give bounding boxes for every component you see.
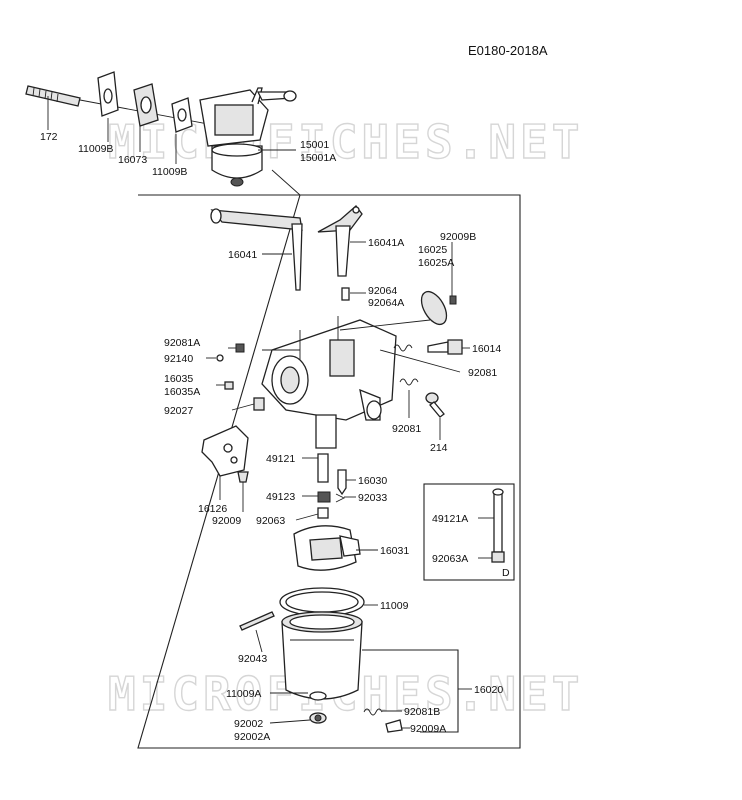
label-92081b: 92081B xyxy=(404,706,440,718)
needle-16030 xyxy=(337,469,347,496)
throttle-lever-16041a xyxy=(317,205,363,277)
float-16031 xyxy=(293,525,361,571)
label-92063a: 92063A xyxy=(432,553,468,565)
choke-lever-16041 xyxy=(210,208,303,291)
label-16041a: 16041A xyxy=(368,237,404,249)
gasket-11009b-left xyxy=(97,71,119,117)
label-16025a: 16025A xyxy=(418,257,454,269)
label-16014: 16014 xyxy=(472,343,501,355)
label-92140: 92140 xyxy=(164,353,193,365)
nozzle-49121 xyxy=(317,453,329,483)
pilot-screw-16014 xyxy=(427,339,463,355)
label-16073: 16073 xyxy=(118,154,147,166)
label-16035: 16035 xyxy=(164,373,193,385)
inset-box-d xyxy=(423,483,515,581)
label-11009b-b: 11009B xyxy=(152,166,187,178)
washer-92063a xyxy=(491,551,505,563)
plate-16126 xyxy=(201,425,249,477)
label-92033: 92033 xyxy=(358,492,387,504)
label-92063: 92063 xyxy=(256,515,285,527)
label-92081-lower: 92081 xyxy=(392,423,421,435)
screw-92009 xyxy=(237,471,249,483)
stud-bolt-172 xyxy=(25,85,81,107)
spring-92081 xyxy=(393,344,413,352)
detail-frame xyxy=(137,194,521,749)
jet-49123 xyxy=(317,491,331,503)
label-92009: 92009 xyxy=(212,515,241,527)
drain-screw-92009a xyxy=(385,719,403,733)
label-92027: 92027 xyxy=(164,405,193,417)
label-11009b-a: 11009B xyxy=(78,143,113,155)
label-d: D xyxy=(502,567,510,579)
carburetor-assembly-15001 xyxy=(199,87,297,187)
nozzle-49121a xyxy=(492,488,504,553)
label-92009b: 92009B xyxy=(440,231,476,243)
gasket-92027 xyxy=(253,397,265,411)
washer-11009a xyxy=(309,691,327,701)
label-11009a: 11009A xyxy=(226,688,261,700)
label-92002a: 92002A xyxy=(234,731,270,743)
label-92064a: 92064A xyxy=(368,297,404,309)
screw-92064 xyxy=(341,287,350,301)
label-92064: 92064 xyxy=(368,285,397,297)
screw-214 xyxy=(425,392,445,418)
bracket-16020 xyxy=(362,649,459,733)
float-chamber-16020 xyxy=(281,611,363,700)
label-16025: 16025 xyxy=(418,244,447,256)
spring-92081b xyxy=(363,708,383,716)
label-92081-upper: 92081 xyxy=(468,367,497,379)
insulator-16073 xyxy=(133,83,159,127)
pin-92043 xyxy=(239,611,275,631)
drawing-code: E0180-2018A xyxy=(468,43,548,58)
spring-92081-lower xyxy=(399,378,419,386)
gasket-11009 xyxy=(279,587,365,617)
label-214: 214 xyxy=(430,442,448,454)
washer-92063 xyxy=(317,507,329,519)
screw-92081a xyxy=(235,343,245,353)
label-16035a: 16035A xyxy=(164,386,200,398)
clip-92033 xyxy=(335,493,346,503)
label-16020: 16020 xyxy=(474,684,503,696)
label-92043: 92043 xyxy=(238,653,267,665)
label-16030: 16030 xyxy=(358,475,387,487)
label-92081a: 92081A xyxy=(164,337,200,349)
bolt-92002 xyxy=(309,712,327,724)
oring-92140 xyxy=(216,354,224,362)
label-172: 172 xyxy=(40,131,58,143)
gasket-11009b-right xyxy=(171,97,193,133)
label-49123: 49123 xyxy=(266,491,295,503)
label-49121a: 49121A xyxy=(432,513,468,525)
label-16126: 16126 xyxy=(198,503,227,515)
carburetor-body xyxy=(261,316,397,449)
label-16041: 16041 xyxy=(228,249,257,261)
label-16031: 16031 xyxy=(380,545,409,557)
screw-16035 xyxy=(224,381,234,390)
label-15001: 15001 xyxy=(300,139,329,151)
label-92009a: 92009A xyxy=(410,723,446,735)
label-92002: 92002 xyxy=(234,718,263,730)
label-11009: 11009 xyxy=(380,600,409,612)
label-49121: 49121 xyxy=(266,453,295,465)
label-15001a: 15001A xyxy=(300,152,336,164)
throttle-valve-16025 xyxy=(420,290,457,326)
